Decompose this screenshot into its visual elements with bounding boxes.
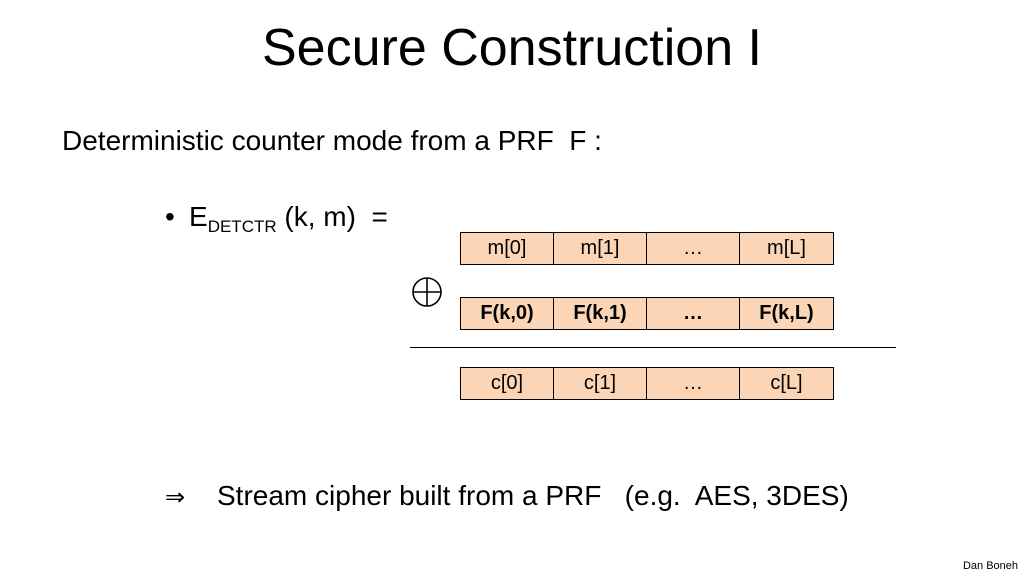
slide-title: Secure Construction I	[261, 19, 763, 77]
encryption-definition: • EDETCTR (k, m) =	[165, 200, 388, 236]
conclusion-text: Stream cipher built from a PRF (e.g. AES…	[217, 480, 849, 511]
prf-block-ellipsis: …	[647, 298, 740, 329]
sum-divider-line	[410, 347, 896, 348]
slide-subtitle: Deterministic counter mode from a PRF F …	[62, 125, 602, 156]
prf-block: F(k,0)	[461, 298, 554, 329]
prf-block: F(k,L)	[759, 302, 814, 324]
prf-block: F(k,1)	[554, 298, 647, 329]
function-name: E	[189, 201, 208, 232]
function-subscript: DETCTR	[207, 217, 277, 236]
cipher-block: c[L]	[770, 372, 803, 394]
cipher-block: c[1]	[554, 368, 647, 399]
cipher-block-ellipsis: …	[647, 368, 740, 399]
message-block: m[1]	[554, 233, 647, 264]
prf-blocks-row: F(k,0) F(k,1) … F(k,L)	[460, 297, 834, 330]
author-credit: Dan Boneh	[962, 560, 1018, 572]
message-block-ellipsis: …	[647, 233, 740, 264]
conclusion-line: ⇒ Stream cipher built from a PRF (e.g. AE…	[165, 478, 849, 515]
message-blocks-row: m[0] m[1] … m[L]	[460, 232, 834, 265]
message-block: m[L]	[767, 237, 806, 259]
message-block: m[0]	[461, 233, 554, 264]
bullet-marker: •	[165, 201, 175, 232]
xor-circle-plus-icon	[412, 277, 442, 307]
cipher-block: c[0]	[461, 368, 554, 399]
function-args: (k, m) =	[276, 201, 388, 232]
cipher-blocks-row: c[0] c[1] … c[L]	[460, 367, 834, 400]
implies-arrow-icon: ⇒	[165, 483, 186, 511]
